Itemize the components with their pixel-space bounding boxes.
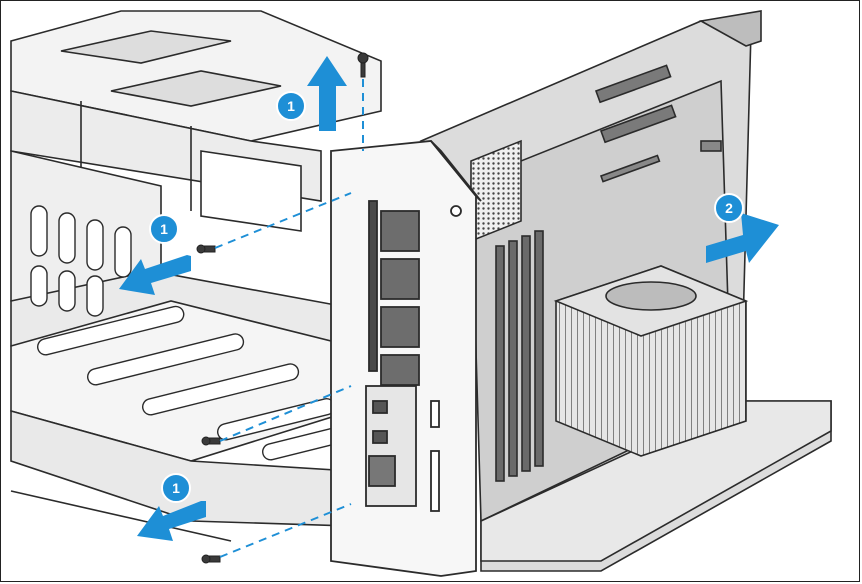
screw-icon xyxy=(201,554,221,564)
callout-label: 1 xyxy=(160,221,168,237)
motherboard-tray xyxy=(419,10,832,572)
callout-label: 2 xyxy=(725,200,733,216)
front-panel xyxy=(330,140,482,577)
screw-icon xyxy=(357,52,369,78)
callout-label: 1 xyxy=(172,480,180,496)
screw-icon xyxy=(201,436,221,446)
arrow-right-icon xyxy=(706,213,779,263)
arrow-left-icon xyxy=(119,255,191,295)
screw-icon xyxy=(196,244,216,254)
callout-step-1-mid: 1 xyxy=(149,214,179,244)
cage-slots xyxy=(30,205,132,317)
callout-step-1-top: 1 xyxy=(276,91,306,121)
screw-guide-lines xyxy=(214,79,364,558)
tray-rails xyxy=(36,305,352,461)
callout-step-2: 2 xyxy=(714,193,744,223)
arrow-left-icon xyxy=(137,501,206,541)
arrow-up-icon xyxy=(307,56,347,131)
callout-label: 1 xyxy=(287,98,295,114)
callout-step-1-bottom: 1 xyxy=(161,473,191,503)
